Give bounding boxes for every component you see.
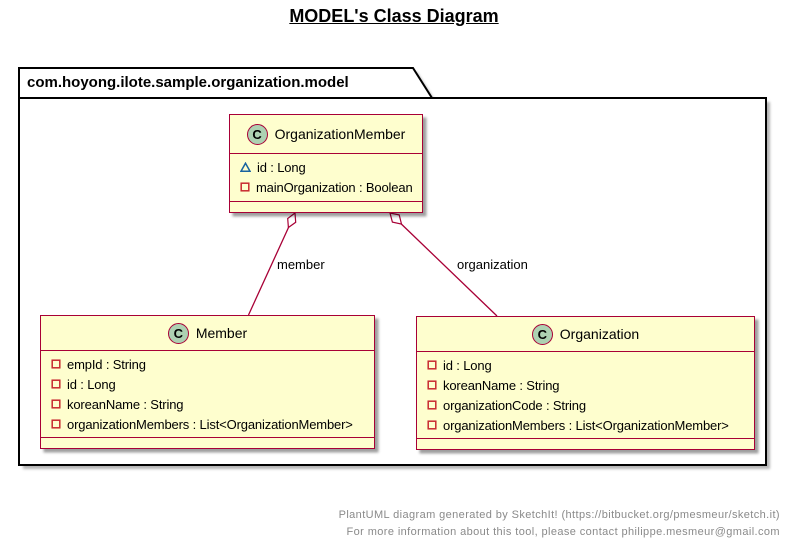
attribute-text: id : Long <box>67 376 116 392</box>
attribute-text: organizationCode : String <box>443 397 586 413</box>
attribute-text: empId : String <box>67 356 146 372</box>
aggregation-diamond-icon <box>287 211 297 229</box>
attribute-text: mainOrganization : Boolean <box>256 179 413 195</box>
class-name: Organization <box>559 326 640 342</box>
class-name: Member <box>195 325 248 341</box>
package-name: com.hoyong.ilote.sample.organization.mod… <box>27 74 349 91</box>
class-node-member: C Member empId : String id : Long korean… <box>40 315 375 449</box>
private-visibility-square-icon <box>51 359 61 369</box>
class-node-organization-member: C OrganizationMember id : Long mainOrgan… <box>229 114 423 213</box>
footer-contact-info: For more information about this tool, pl… <box>346 526 780 538</box>
attribute-row: empId : String <box>51 354 368 374</box>
attribute-row: id : Long <box>427 355 748 375</box>
attribute-row: koreanName : String <box>427 375 748 395</box>
attribute-row: id : Long <box>51 374 368 394</box>
edge-label-organization: organization <box>457 257 528 272</box>
attribute-row: organizationMembers : List<OrganizationM… <box>51 414 368 434</box>
attribute-text: id : Long <box>257 159 306 175</box>
attribute-text: organizationMembers : List<OrganizationM… <box>443 417 729 433</box>
attribute-text: organizationMembers : List<OrganizationM… <box>67 416 353 432</box>
private-visibility-square-icon <box>51 379 61 389</box>
methods-compartment <box>417 438 754 449</box>
class-header: C Organization <box>417 317 754 352</box>
private-visibility-square-icon <box>427 420 437 430</box>
attribute-text: koreanName : String <box>443 377 560 393</box>
attribute-row: mainOrganization : Boolean <box>240 177 416 197</box>
attributes-compartment: id : Long mainOrganization : Boolean <box>230 154 422 201</box>
edge-member-line <box>247 227 290 316</box>
attributes-compartment: id : Long koreanName : String organizati… <box>417 352 754 438</box>
class-header: C Member <box>41 316 374 351</box>
private-visibility-square-icon <box>427 380 437 390</box>
class-header: C OrganizationMember <box>230 115 422 154</box>
class-stereotype-circle-icon: C <box>167 322 189 344</box>
class-node-organization: C Organization id : Long koreanName : St… <box>416 316 755 450</box>
attribute-row: id : Long <box>240 157 416 177</box>
attribute-row: organizationMembers : List<OrganizationM… <box>427 415 748 435</box>
attribute-text: id : Long <box>443 357 492 373</box>
private-visibility-square-icon <box>51 399 61 409</box>
private-visibility-square-icon <box>427 360 437 370</box>
attribute-row: koreanName : String <box>51 394 368 414</box>
attributes-compartment: empId : String id : Long koreanName : St… <box>41 351 374 437</box>
methods-compartment <box>230 201 422 212</box>
diagram-title: MODEL's Class Diagram <box>289 6 499 26</box>
aggregation-diamond-icon <box>389 212 403 225</box>
footer-generator-credit: PlantUML diagram generated by SketchIt! … <box>338 509 780 521</box>
private-visibility-square-icon <box>240 182 250 192</box>
edge-organization-line <box>400 223 498 317</box>
class-name: OrganizationMember <box>274 126 406 142</box>
edge-label-member: member <box>277 257 325 272</box>
private-visibility-square-icon <box>427 400 437 410</box>
attribute-row: organizationCode : String <box>427 395 748 415</box>
attribute-text: koreanName : String <box>67 396 184 412</box>
package-tab <box>18 67 434 99</box>
package-visibility-triangle-icon <box>240 161 251 173</box>
class-stereotype-circle-icon: C <box>246 123 268 145</box>
private-visibility-square-icon <box>51 419 61 429</box>
class-stereotype-circle-icon: C <box>531 323 553 345</box>
methods-compartment <box>41 437 374 448</box>
